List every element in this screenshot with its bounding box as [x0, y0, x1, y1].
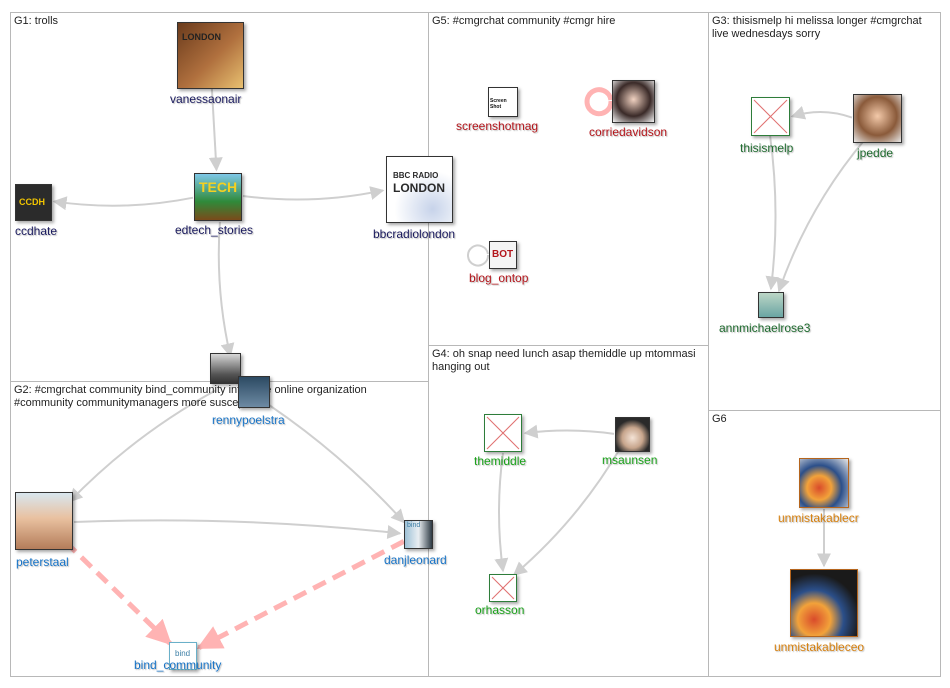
label-danjleonard: danjleonard [384, 553, 447, 567]
edge-thisismelp-annmichaelrose3 [765, 135, 780, 291]
edge-rennypoelstra-danjleonard [246, 390, 406, 524]
blog-ontop-avatar-text: BOT [492, 249, 514, 260]
corriedavidson-avatar [612, 80, 655, 123]
group-box-g3 [708, 12, 941, 411]
edge-jpedde-annmichaelrose3 [776, 139, 866, 293]
label-peterstaal: peterstaal [16, 555, 69, 569]
bbcradiolondon-avatar: BBC RADIO LONDON [386, 156, 453, 223]
label-jpedde: jpedde [857, 146, 894, 160]
bbcradiolondon-avatar-text-top: BBC RADIO [393, 171, 439, 180]
label-unmistakablecr: unmistakablecr [778, 511, 859, 525]
screenshotmag-avatar: Screen Shot [488, 87, 518, 117]
jpedde-avatar [853, 94, 902, 143]
edge-msaunsen-orhasson [512, 447, 622, 576]
unmistakableceo-avatar [790, 569, 858, 637]
edge-edtech_stories-rennypoelstra [217, 221, 235, 358]
danjleonard-avatar-text: bind [407, 522, 421, 529]
label-vanessaonair: vanessaonair [170, 92, 242, 106]
edge-msaunsen-themiddle [523, 424, 615, 439]
edge-corriedavidson-corriedavidson [584, 87, 614, 117]
label-ccdhate: ccdhate [15, 224, 58, 238]
group-title-g2: G2: #cmgrchat community bind_community i… [14, 384, 367, 409]
missing-image-icon [486, 416, 520, 450]
label-msaunsen: msaunsen [602, 453, 658, 467]
rennypoelstra-avatar-2 [238, 376, 270, 408]
label-blog-ontop: blog_ontop [469, 271, 529, 285]
bind-community-avatar: bind [169, 642, 197, 670]
peterstaal-avatar [15, 492, 73, 550]
edge-edtech_stories-ccdhate [52, 196, 194, 211]
group-title-g1: G1: trolls [14, 15, 59, 27]
edge-edtech_stories-bbcradiolondon [242, 186, 385, 201]
group-title-g3: G3: thisismelp hi melissa longer #cmgrch… [712, 15, 922, 40]
label-rennypoelstra: rennypoelstra [212, 413, 285, 427]
ccdhate-avatar-text: CCDH [19, 197, 45, 207]
rennypoelstra-avatar [210, 353, 241, 384]
edge-peterstaal-bind_community [63, 540, 172, 646]
missing-image-icon [753, 99, 788, 134]
group-box-g4 [428, 345, 709, 677]
label-thisismelp: thisismelp [740, 141, 794, 155]
missing-image-icon [491, 576, 515, 600]
label-screenshotmag: screenshotmag [456, 119, 539, 133]
blog-ontop-avatar: BOT [489, 241, 517, 269]
bbcradiolondon-avatar-text-bottom: LONDON [393, 181, 445, 195]
edge-vanessaonair-edtech_stories [208, 88, 223, 172]
edge-jpedde-thisismelp [790, 105, 853, 120]
msaunsen-avatar [615, 417, 650, 452]
label-edtech-stories: edtech_stories [175, 223, 254, 237]
ccdhate-avatar: CCDH [15, 184, 52, 221]
bind-community-avatar-text: bind [175, 649, 191, 658]
edge-rennypoelstra-peterstaal [68, 389, 217, 503]
annmichaelrose3-avatar [758, 292, 784, 318]
label-themiddle: themiddle [474, 454, 527, 468]
label-unmistakableceo: unmistakableceo [774, 640, 865, 654]
vanessaonair-avatar: LONDON [177, 22, 244, 89]
label-corriedavidson: corriedavidson [589, 125, 668, 139]
themiddle-avatar [484, 414, 522, 452]
edge-themiddle-orhasson [494, 452, 509, 573]
label-bbcradiolondon: bbcradiolondon [373, 227, 456, 241]
group-title-g5: G5: #cmgrchat community #cmgr hire [432, 15, 616, 27]
group-title-g4: G4: oh snap need lunch asap themiddle up… [432, 348, 696, 373]
unmistakablecr-avatar [799, 458, 849, 508]
edtech-stories-avatar-text: TECH [199, 179, 238, 195]
edge-peterstaal-danjleonard [73, 519, 402, 539]
edtech-stories-avatar: TECH [194, 173, 242, 221]
label-bind-community: bind_community [134, 658, 222, 672]
vanessaonair-avatar-text: LONDON [182, 32, 221, 42]
thisismelp-avatar [751, 97, 790, 136]
edge-danjleonard-bind_community [196, 539, 405, 650]
edge-blog_ontop-blog_ontop [467, 244, 490, 267]
label-orhasson: orhasson [475, 603, 525, 617]
label-annmichaelrose3: annmichaelrose3 [719, 321, 811, 335]
group-title-g6: G6 [712, 413, 727, 425]
danjleonard-avatar: bind [404, 520, 433, 549]
orhasson-avatar [489, 574, 517, 602]
screenshotmag-avatar-text: Screen Shot [490, 98, 507, 110]
